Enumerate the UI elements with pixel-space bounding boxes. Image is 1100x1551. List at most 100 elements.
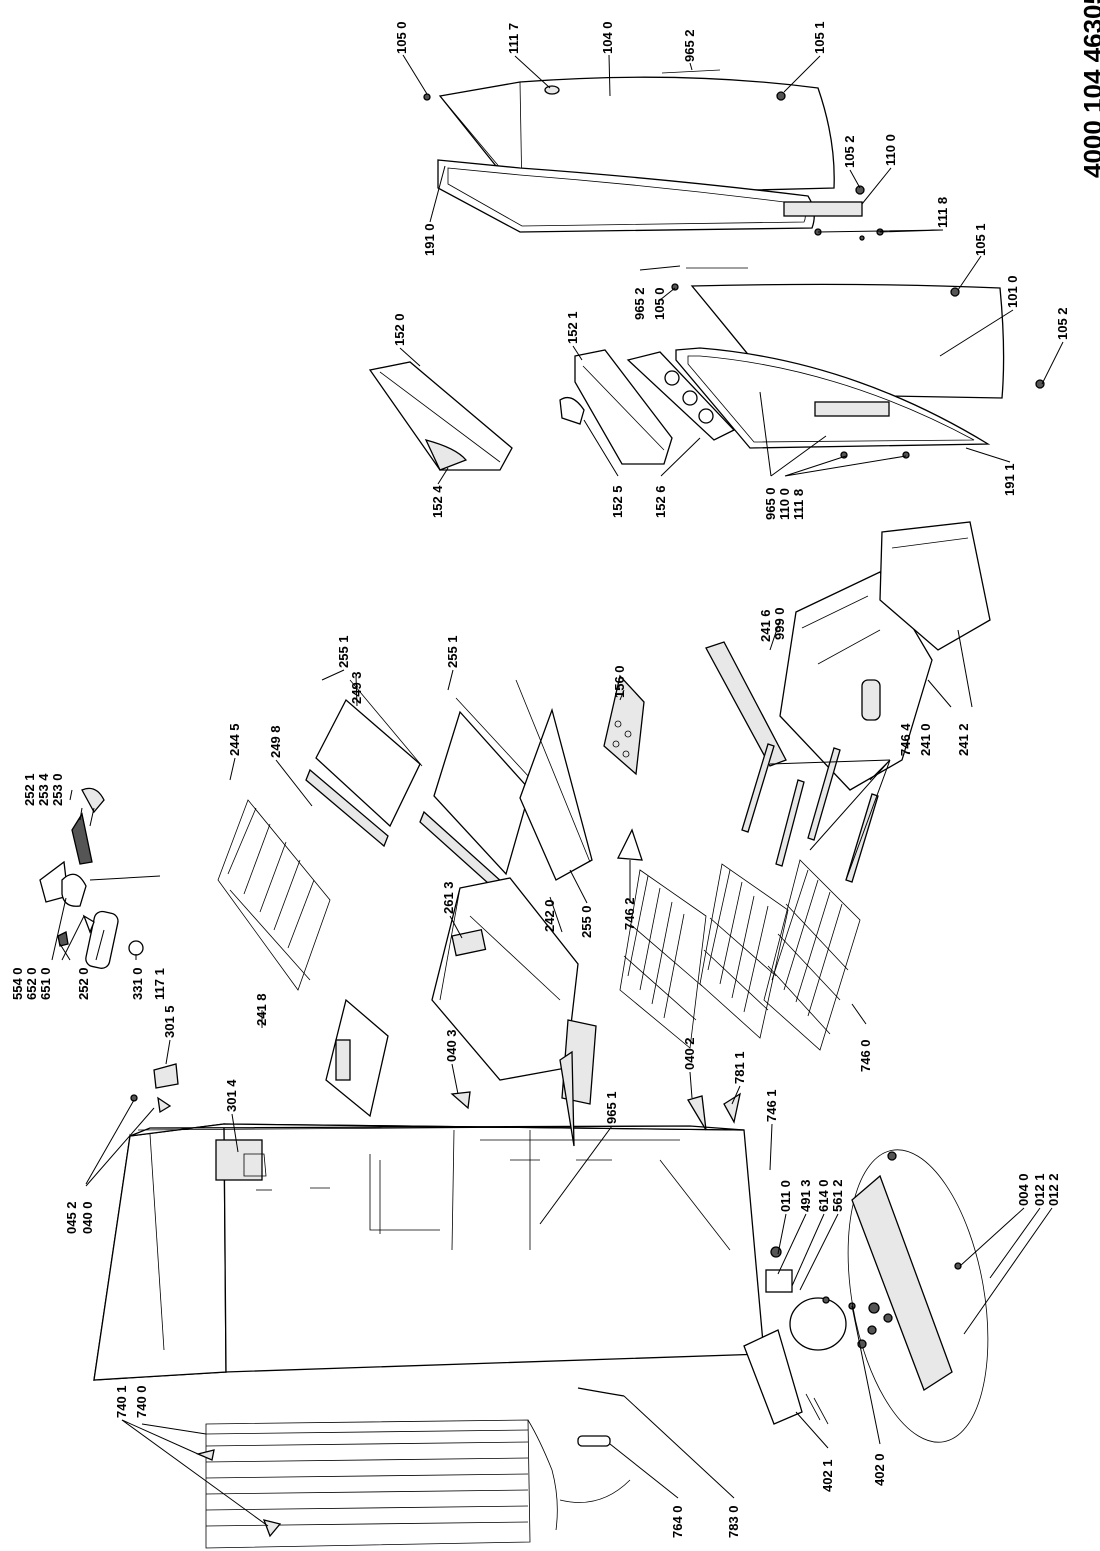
label-111-7: 111 7 — [506, 23, 521, 54]
label-740-1: 740 1 — [114, 1385, 129, 1418]
bracket-746-2 — [616, 828, 643, 861]
label-105-0-mid: 105 0 — [652, 287, 667, 320]
thermostat-knob — [128, 940, 144, 956]
label-110-0-mid: 110 0 — [777, 488, 792, 520]
base-plate-detail — [847, 1149, 989, 1443]
label-105-0-top: 105 0 — [394, 21, 409, 54]
base-plate — [851, 1174, 953, 1391]
part-labels: 105 0 111 7 104 0 965 2 105 1 105 2 110 … — [10, 21, 1070, 1538]
drawer-flap-241-6 — [705, 641, 787, 767]
glass-shelf-lower — [519, 707, 593, 881]
label-652-0: 652 0 — [24, 967, 39, 1000]
wire-shelf-746-1b — [619, 869, 707, 1049]
label-781-1: 781 1 — [732, 1051, 747, 1084]
wire-shelf-746-0 — [763, 859, 861, 1051]
label-040-0: 040 0 — [80, 1201, 95, 1234]
label-651-0: 651 0 — [38, 967, 53, 1000]
freezer-basket-241-0 — [779, 571, 933, 791]
label-045-2: 045 2 — [64, 1201, 79, 1234]
door-pin — [544, 85, 560, 95]
lower-door-group — [671, 267, 1045, 459]
door-shelf-152-0 — [368, 361, 513, 471]
label-253-0: 253 0 — [50, 773, 65, 806]
label-152-4: 152 4 — [430, 485, 445, 518]
lower-door-gasket — [675, 347, 991, 449]
label-011-0: 011 0 — [778, 1180, 793, 1212]
label-040-2: 040 2 — [682, 1037, 697, 1070]
label-104-0: 104 0 — [600, 21, 615, 54]
label-965-2-mid: 965 2 — [632, 287, 647, 320]
label-261-3: 261 3 — [441, 881, 456, 914]
label-152-6: 152 6 — [653, 485, 668, 518]
label-614-0: 614 0 — [816, 1179, 831, 1212]
label-255-1-b: 255 1 — [445, 635, 460, 668]
upper-door-panel — [438, 76, 835, 197]
label-255-1-a: 255 1 — [336, 635, 351, 668]
compressor-group — [743, 1296, 856, 1425]
label-255-0: 255 0 — [579, 905, 594, 938]
freezer-basket-241-2 — [879, 521, 991, 651]
label-965-2-top: 965 2 — [682, 29, 697, 62]
label-252-1: 252 1 — [22, 773, 37, 806]
label-301-4: 301 4 — [224, 1079, 239, 1112]
label-110-0-top: 110 0 — [883, 134, 898, 166]
label-252-0: 252 0 — [76, 967, 91, 1000]
compressor-tray — [743, 1329, 803, 1425]
label-105-1-top: 105 1 — [812, 21, 827, 54]
upper-door-group — [423, 69, 884, 241]
lamp — [71, 812, 93, 865]
label-746-1: 746 1 — [764, 1089, 779, 1122]
hinges-group — [130, 1050, 741, 1147]
label-402-1: 402 1 — [820, 1459, 835, 1492]
label-331-0: 331 0 — [130, 967, 145, 1000]
label-012-1: 012 1 — [1032, 1173, 1047, 1206]
label-253-4: 253 4 — [36, 773, 51, 806]
wire-rack-244-5 — [217, 799, 331, 991]
glass-shelf-middle — [433, 710, 531, 876]
capillary-tube — [577, 1387, 625, 1397]
label-561-2: 561 2 — [830, 1179, 845, 1212]
drawer-front-241-8 — [325, 998, 389, 1118]
label-105-1-mid: 105 1 — [973, 223, 988, 256]
label-783-0: 783 0 — [726, 1505, 741, 1538]
label-101-0: 101 0 — [1005, 275, 1020, 308]
tubes-group — [577, 1387, 625, 1447]
thermostat-group — [39, 787, 144, 969]
label-191-0: 191 0 — [422, 223, 437, 256]
label-244-5: 244 5 — [227, 723, 242, 756]
door-shelf-152-1 — [574, 349, 673, 465]
label-965-1: 965 1 — [604, 1091, 619, 1124]
label-040-3: 040 3 — [444, 1029, 459, 1062]
label-152-0: 152 0 — [392, 313, 407, 346]
switch — [61, 873, 87, 907]
door-shelves-group — [368, 349, 736, 471]
label-241-8: 241 8 — [254, 993, 269, 1026]
egg-tray — [603, 674, 645, 776]
upper-handle-bracket — [783, 201, 863, 217]
label-111-8-mid: 111 8 — [791, 489, 806, 520]
label-249-8: 249 8 — [268, 725, 283, 758]
label-740-0: 740 0 — [134, 1385, 149, 1418]
label-241-2: 241 2 — [956, 723, 971, 756]
label-402-0: 402 0 — [872, 1453, 887, 1486]
label-191-1: 191 1 — [1002, 463, 1017, 496]
label-156-0: 156 0 — [612, 665, 627, 698]
label-746-0: 746 0 — [858, 1039, 873, 1072]
detail-circle — [847, 1149, 989, 1443]
label-152-1: 152 1 — [565, 311, 580, 344]
label-004-0: 004 0 — [1016, 1173, 1031, 1206]
shelf-clip — [559, 396, 585, 425]
label-491-3: 491 3 — [798, 1179, 813, 1212]
label-111-8-top: 111 8 — [935, 197, 950, 228]
condenser-740-0 — [195, 1419, 631, 1549]
label-242-0: 242 0 — [542, 899, 557, 932]
label-012-2: 012 2 — [1046, 1173, 1061, 1206]
cabinet-front-face — [223, 1123, 765, 1373]
bulb-cover — [81, 787, 105, 814]
label-249-3: 249 3 — [349, 671, 364, 704]
label-241-6: 241 6 — [758, 609, 773, 642]
label-746-2: 746 2 — [622, 897, 637, 930]
lower-handle-bracket — [814, 401, 890, 417]
label-105-2-top: 105 2 — [842, 135, 857, 168]
